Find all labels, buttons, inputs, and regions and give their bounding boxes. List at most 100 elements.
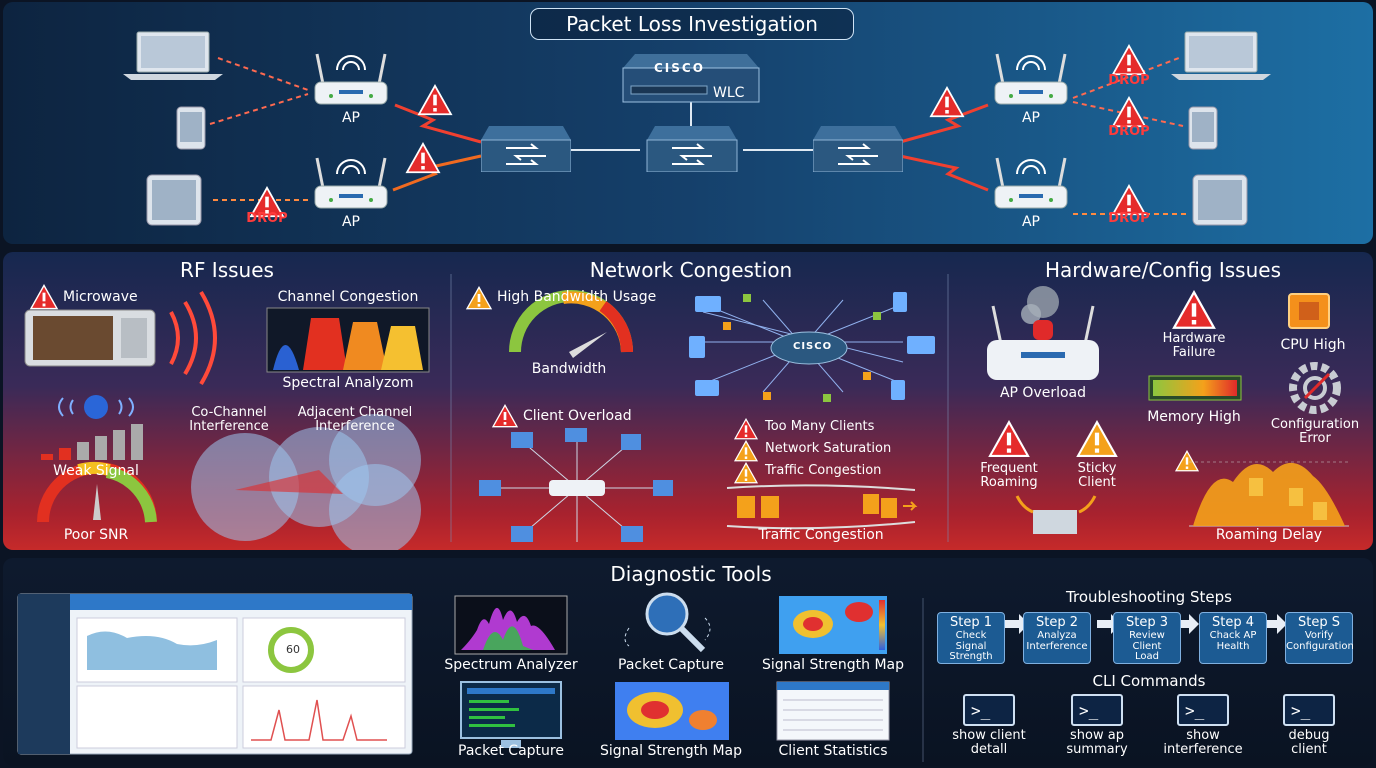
- phone-icon: [1188, 106, 1218, 150]
- cli-command[interactable]: >_show client detall: [935, 694, 1043, 756]
- step-number: Step 4: [1211, 615, 1254, 630]
- switch-icon: [645, 126, 739, 172]
- client-overload-label: Client Overload: [523, 408, 632, 424]
- cli-command[interactable]: >_show ap summary: [1043, 694, 1151, 756]
- tool-packet-capture[interactable]: Packet Capture: [618, 657, 724, 673]
- frequent-roaming-label: Frequent Roaming: [980, 461, 1038, 490]
- drop-label: DROP: [1108, 124, 1150, 139]
- bandwidth-label: Bandwidth: [531, 361, 607, 377]
- channel-congestion-label: Channel Congestion: [277, 289, 419, 305]
- network-congestion-title: Network Congestion: [589, 258, 793, 282]
- rf-issues-title: RF Issues: [180, 258, 274, 282]
- ap-label: AP: [341, 110, 361, 126]
- cli-command-text: debug client: [1288, 728, 1330, 757]
- poor-snr-label: Poor SNR: [63, 527, 129, 543]
- tool-packet-capture[interactable]: Packet Capture: [458, 743, 564, 759]
- tool-spectrum-analyzer[interactable]: Spectrum Analyzer: [444, 657, 578, 673]
- terminal-icon: >_: [1177, 694, 1229, 726]
- warning-icon: [30, 284, 58, 310]
- interference-coverage-icon: [191, 414, 421, 550]
- wlc-label: WLC: [713, 85, 745, 101]
- microwave-icon: [24, 309, 156, 367]
- access-point-icon: [313, 52, 389, 106]
- access-point-icon: [313, 156, 389, 210]
- bandwidth-gauge-icon: [509, 290, 634, 358]
- traffic-congestion-label: Traffic Congestion: [765, 463, 882, 478]
- warning-icon: [734, 418, 758, 440]
- config-error-label: Configuration Error: [1270, 417, 1360, 446]
- spectral-chart-icon: [266, 307, 430, 373]
- tool-client-statistics[interactable]: Client Statistics: [778, 743, 888, 759]
- tablet-icon: [1192, 174, 1248, 226]
- tool-signal-strength-map[interactable]: Signal Strength Map: [761, 657, 905, 673]
- troubleshooting-steps-title: Troubleshooting Steps: [1066, 588, 1232, 606]
- traffic-pipe-icon: [726, 484, 918, 530]
- wlc-brand: CISCO: [654, 61, 705, 75]
- step-number: Step 1: [949, 615, 992, 630]
- heatmap-icon: [615, 682, 729, 740]
- cli-command[interactable]: >_show interference: [1149, 694, 1257, 756]
- monitor-icon: [460, 681, 562, 748]
- adjacent-channel-label: Adjacent Channel Interference: [297, 405, 413, 434]
- wlc-controller-icon: [622, 54, 760, 103]
- drop-label: DROP: [246, 211, 288, 226]
- topology-panel: Packet Loss Investigation CISCO WLC AP A…: [3, 2, 1373, 244]
- spectral-label: Spectral Analyzom: [282, 375, 414, 391]
- cli-command-text: show interference: [1163, 728, 1243, 757]
- page-title: Packet Loss Investigation: [530, 8, 854, 40]
- cli-commands-title: CLI Commands: [1092, 672, 1206, 690]
- cisco-hub-icon: [770, 331, 848, 365]
- warning-icon: [988, 420, 1030, 458]
- sticky-client-label: Sticky Client: [1077, 461, 1117, 490]
- cli-command-text: show ap summary: [1066, 728, 1128, 757]
- interference-waves-icon: [169, 290, 217, 386]
- client-overload-icon: [479, 428, 673, 542]
- cpu-icon: [1288, 293, 1330, 329]
- laptop-icon: [123, 31, 223, 80]
- cli-command-text: show client detall: [952, 728, 1026, 757]
- magnifier-icon: [624, 592, 711, 653]
- step-number: Step S: [1298, 615, 1340, 630]
- warning-icon: [418, 84, 452, 116]
- roaming-laptop-icon: [1015, 495, 1097, 534]
- hardware-failure-label: Hardware Failure: [1162, 331, 1226, 360]
- heatmap-icon: [779, 596, 887, 654]
- laptop-icon: [1171, 31, 1271, 80]
- warning-icon: [734, 440, 758, 462]
- cli-command[interactable]: >_debug client: [1255, 694, 1363, 756]
- ap-label: AP: [341, 214, 361, 230]
- warning-icon: [1112, 44, 1146, 76]
- warning-icon: [1175, 450, 1199, 472]
- access-point-icon: [993, 156, 1069, 210]
- switch-icon: [813, 126, 903, 172]
- roaming-delay-chart-icon: [1189, 461, 1349, 527]
- microwave-label: Microwave: [63, 289, 138, 305]
- access-point-icon: [993, 52, 1069, 106]
- tablet-icon: [146, 174, 202, 226]
- weak-signal-label: Weak Signal: [53, 463, 139, 479]
- memory-high-label: Memory High: [1147, 409, 1241, 425]
- warning-icon: [930, 86, 964, 118]
- step-number: Step 2: [1035, 615, 1078, 630]
- warning-icon: [406, 142, 440, 174]
- signal-bars-icon: [41, 424, 143, 460]
- memory-icon: [1148, 375, 1242, 401]
- ap-overload-icon: [987, 286, 1099, 380]
- terminal-icon: >_: [1283, 694, 1335, 726]
- tool-signal-strength-map[interactable]: Signal Strength Map: [599, 743, 743, 759]
- issues-diagram: [24, 274, 1349, 550]
- dashboard-gauge-value: 60: [286, 643, 300, 656]
- bluetooth-icon: [84, 395, 108, 419]
- ap-label: AP: [1021, 110, 1041, 126]
- step-number: Step 3: [1125, 615, 1168, 630]
- step-text: Review Client Load: [1129, 630, 1165, 662]
- switch-icon: [481, 126, 571, 172]
- warning-icon: [1076, 420, 1118, 458]
- issues-panel: RF Issues Network Congestion Hardware/Co…: [3, 252, 1373, 550]
- diagnostic-tools-title: Diagnostic Tools: [610, 562, 772, 586]
